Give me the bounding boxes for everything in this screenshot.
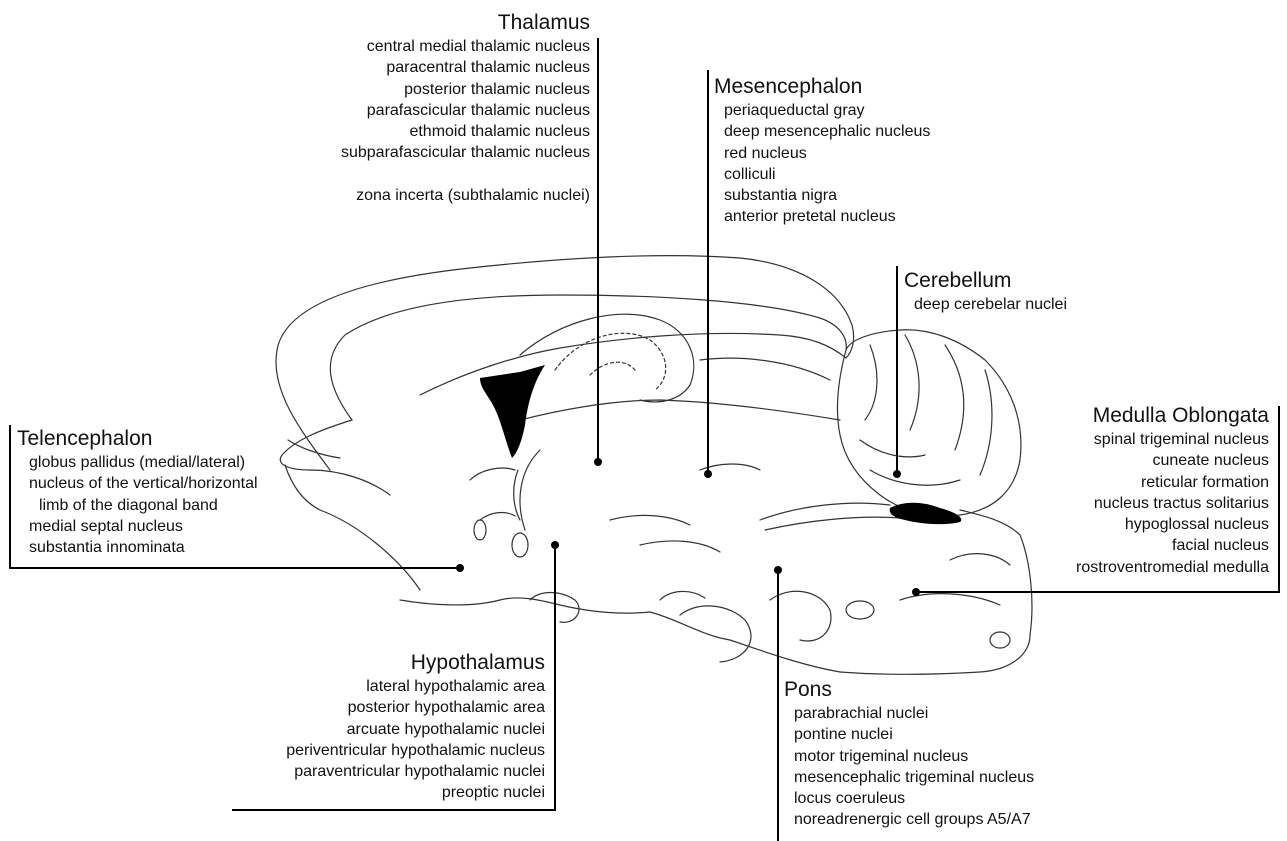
mesencephalon-item: substantia nigra bbox=[714, 185, 930, 206]
telencephalon-item: globus pallidus (medial/lateral) bbox=[17, 452, 258, 473]
fourth-ventricle bbox=[890, 503, 962, 524]
thalamus-item: posterior thalamic nucleus bbox=[341, 79, 590, 100]
telencephalon-title: Telencephalon bbox=[17, 426, 258, 452]
thalamus-item: parafascicular thalamic nucleus bbox=[341, 100, 590, 121]
hypothalamus-item: posterior hypothalamic area bbox=[286, 697, 545, 718]
thalamus-extra-item: zona incerta (subthalamic nuclei) bbox=[341, 185, 590, 206]
mesencephalon-title: Mesencephalon bbox=[714, 74, 930, 100]
hypothalamus-item: paraventricular hypothalamic nuclei bbox=[286, 761, 545, 782]
mesencephalon-anchor bbox=[704, 470, 712, 478]
medulla-item: cuneate nucleus bbox=[1076, 450, 1269, 471]
pons-title: Pons bbox=[784, 677, 1034, 703]
telencephalon-item: limb of the diagonal band bbox=[17, 495, 258, 516]
cerebellum-outline bbox=[838, 330, 1021, 517]
hypothalamus-title: Hypothalamus bbox=[286, 650, 545, 676]
mesencephalon-item: deep mesencephalic nucleus bbox=[714, 121, 930, 142]
brain-outline bbox=[276, 256, 854, 470]
cortex-inner-contour bbox=[330, 295, 846, 420]
pons-item: motor trigeminal nucleus bbox=[784, 746, 1034, 767]
pons-anchor bbox=[774, 566, 782, 574]
hippocampus-outline bbox=[520, 314, 694, 402]
pons-item: locus coeruleus bbox=[784, 788, 1034, 809]
cerebellum-title: Cerebellum bbox=[904, 268, 1067, 294]
medulla-title: Medulla Oblongata bbox=[1076, 403, 1269, 429]
thalamus-item: paracentral thalamic nucleus bbox=[341, 57, 590, 78]
pons-item: parabrachial nuclei bbox=[784, 703, 1034, 724]
thalamus-anchor bbox=[594, 458, 602, 466]
thalamus-item: central medial thalamic nucleus bbox=[341, 36, 590, 57]
pons-item: mesencephalic trigeminal nucleus bbox=[784, 767, 1034, 788]
medulla-anchor bbox=[912, 588, 920, 596]
medulla-item: reticular formation bbox=[1076, 472, 1269, 493]
medulla-item: rostroventromedial medulla bbox=[1076, 557, 1269, 578]
cerebellum-anchor bbox=[893, 470, 901, 478]
cerebellum-item: deep cerebelar nuclei bbox=[904, 294, 1067, 315]
medulla-label-group: Medulla Oblongata spinal trigeminal nucl… bbox=[1076, 403, 1269, 578]
medulla-item: hypoglossal nucleus bbox=[1076, 514, 1269, 535]
hypothalamus-item: periventricular hypothalamic nucleus bbox=[286, 740, 545, 761]
mesencephalon-label-group: Mesencephalon periaqueductal gray deep m… bbox=[714, 74, 930, 228]
medulla-item: spinal trigeminal nucleus bbox=[1076, 429, 1269, 450]
telencephalon-anchor bbox=[456, 564, 464, 572]
thalamus-title: Thalamus bbox=[341, 10, 590, 36]
pons-label-group: Pons parabrachial nuclei pontine nuclei … bbox=[784, 677, 1034, 831]
thalamus-label-group: Thalamus central medial thalamic nucleus… bbox=[341, 10, 590, 206]
thalamus-item: ethmoid thalamic nucleus bbox=[341, 121, 590, 142]
pons-item: noreadrenergic cell groups A5/A7 bbox=[784, 809, 1034, 830]
lateral-ventricle bbox=[480, 365, 545, 458]
thalamus-item: subparafascicular thalamic nucleus bbox=[341, 142, 590, 163]
telencephalon-item: substantia innominata bbox=[17, 537, 258, 558]
hypothalamus-item: arcuate hypothalamic nuclei bbox=[286, 719, 545, 740]
cerebellum-label-group: Cerebellum deep cerebelar nuclei bbox=[904, 268, 1067, 315]
mesencephalon-item: anterior pretetal nucleus bbox=[714, 206, 930, 227]
hypothalamus-item: preoptic nuclei bbox=[286, 782, 545, 803]
medulla-item: nucleus tractus solitarius bbox=[1076, 493, 1269, 514]
mesencephalon-item: periaqueductal gray bbox=[714, 100, 930, 121]
mesencephalon-item: colliculi bbox=[714, 164, 930, 185]
hypothalamus-item: lateral hypothalamic area bbox=[286, 676, 545, 697]
telencephalon-item: nucleus of the vertical/horizontal bbox=[17, 473, 258, 494]
telencephalon-item: medial septal nucleus bbox=[17, 516, 258, 537]
pons-outline bbox=[680, 606, 751, 662]
hypothalamus-label-group: Hypothalamus lateral hypothalamic area p… bbox=[286, 650, 545, 804]
telencephalon-label-group: Telencephalon globus pallidus (medial/la… bbox=[17, 426, 258, 558]
medulla-item: facial nucleus bbox=[1076, 535, 1269, 556]
hypothalamus-anchor bbox=[551, 541, 559, 549]
pons-item: pontine nuclei bbox=[784, 724, 1034, 745]
mesencephalon-item: red nucleus bbox=[714, 143, 930, 164]
medulla-outline bbox=[960, 510, 1032, 635]
